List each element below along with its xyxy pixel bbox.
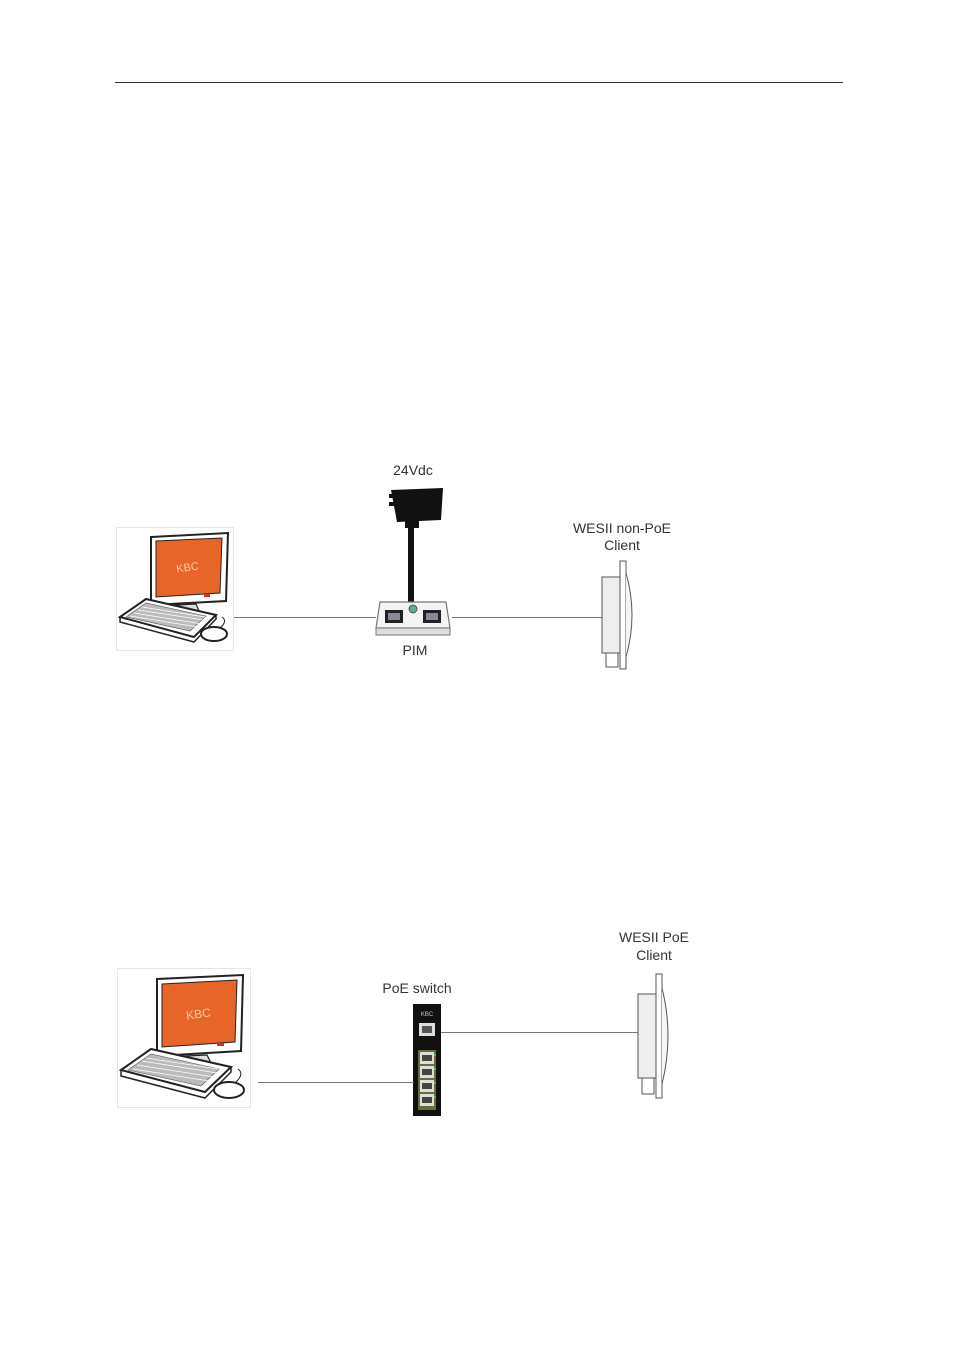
client-label-line1: WESII non-PoE (572, 520, 672, 536)
computer-icon: KBC (116, 527, 234, 651)
link-computer-to-pim (234, 617, 376, 618)
link-switch-to-client (441, 1032, 638, 1033)
header-rule (115, 82, 843, 83)
client-label-line2: Client (636, 947, 672, 963)
poe-switch-icon: KBC (413, 1004, 441, 1116)
power-label: 24Vdc (393, 462, 433, 478)
link-pim-to-client (452, 617, 602, 618)
client-label-line2: Client (604, 537, 640, 553)
switch-logo: KBC (421, 1012, 434, 1018)
power-adapter-icon (389, 488, 443, 604)
pim-injector-icon (375, 601, 451, 636)
wesii-client-device-icon (637, 973, 669, 1099)
computer-icon: KBC (117, 968, 251, 1108)
pim-label: PIM (402, 642, 428, 658)
client-label-line1: WESII PoE (618, 929, 690, 945)
link-computer-to-switch (258, 1082, 414, 1083)
wesii-client-device-icon (601, 560, 633, 670)
poe-switch-label: PoE switch (382, 980, 452, 996)
screen-logo: KBC (176, 561, 200, 576)
screen-logo: KBC (185, 1005, 212, 1022)
